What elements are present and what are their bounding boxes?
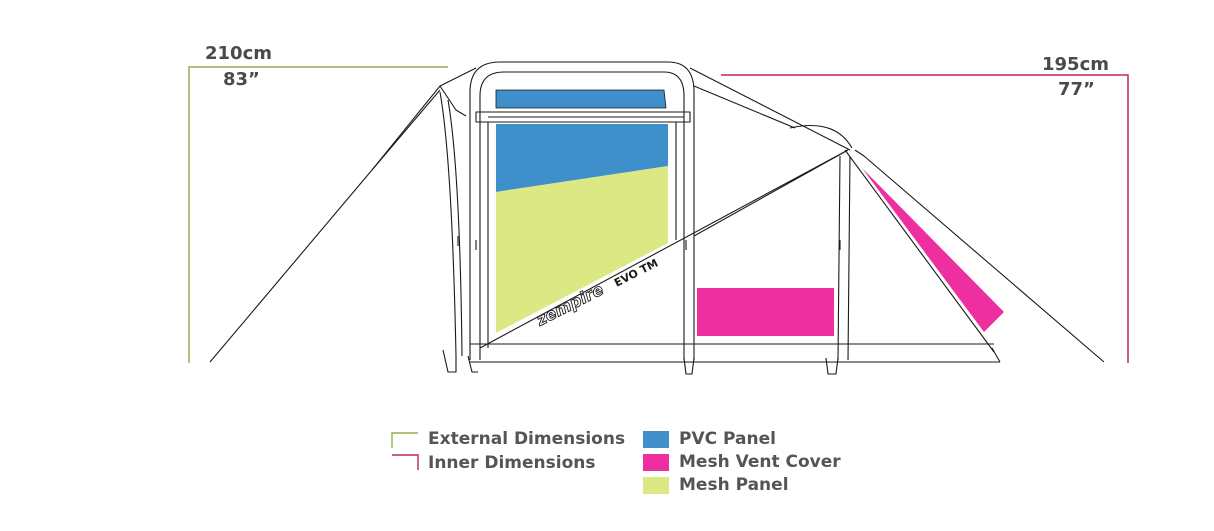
legend-inner-dimensions: Inner Dimensions bbox=[428, 453, 596, 473]
inner-dimensions-line-icon bbox=[392, 454, 419, 470]
mesh-vent-cover-rear bbox=[862, 168, 1004, 332]
mesh-vent-cover-swatch bbox=[643, 454, 669, 471]
legend-pvc-panel: PVC Panel bbox=[679, 429, 776, 449]
inner-dimension-cm: 195cm bbox=[1042, 54, 1109, 75]
legend-mesh-vent-cover: Mesh Vent Cover bbox=[679, 452, 841, 472]
mesh-door-panel bbox=[496, 166, 668, 333]
mesh-vent-cover-lower bbox=[697, 288, 834, 336]
pvc-door-panel bbox=[496, 124, 668, 192]
legend-mesh-panel: Mesh Panel bbox=[679, 475, 789, 495]
external-dimension-cm: 210cm bbox=[205, 43, 272, 64]
legend-line-icons bbox=[391, 432, 419, 470]
pvc-top-window bbox=[495, 89, 667, 109]
inner-dimension-line bbox=[721, 74, 1129, 363]
tent-outline bbox=[209, 61, 1105, 375]
inner-dimension-inch: 77” bbox=[1058, 79, 1095, 100]
external-dimension-line bbox=[188, 66, 448, 363]
mesh-panel-swatch bbox=[643, 477, 669, 494]
pvc-panel-swatch bbox=[643, 431, 669, 448]
external-dimensions-line-icon bbox=[391, 432, 418, 448]
legend-external-dimensions: External Dimensions bbox=[428, 429, 626, 449]
external-dimension-inch: 83” bbox=[223, 69, 260, 90]
